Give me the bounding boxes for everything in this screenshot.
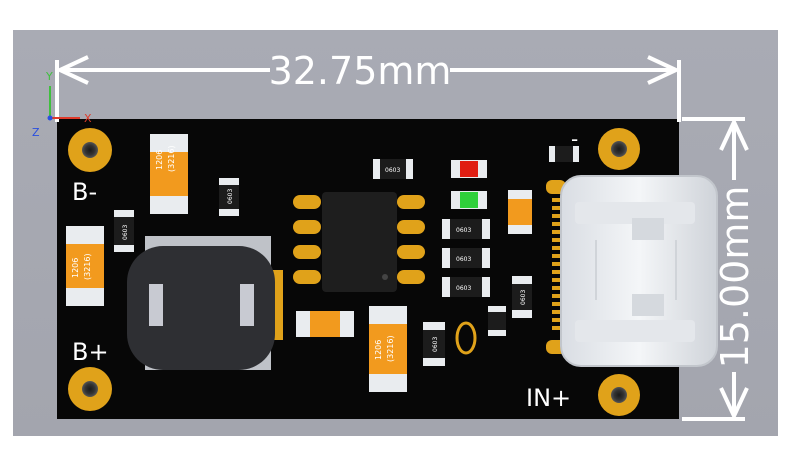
mounting-hole-bottom-right	[598, 374, 640, 416]
mounting-hole-top-left	[68, 128, 112, 172]
capacitor-small-right	[508, 190, 532, 234]
cap-label-line1: 1206	[155, 150, 164, 170]
cap-label-line2: (3216)	[167, 145, 176, 172]
label-minus-mark: -	[571, 127, 578, 151]
resistor-label: 0603	[385, 167, 400, 174]
resistor-0603: 0603	[442, 277, 490, 297]
usb-c-connector	[560, 175, 718, 367]
height-dimension: 15.00mm	[682, 117, 757, 421]
capacitor-1206-top: 1206 (3216)	[150, 134, 188, 214]
resistor-0603	[488, 306, 506, 336]
led-red	[451, 160, 487, 178]
led-green	[451, 191, 487, 209]
resistor-label: 0603	[520, 290, 527, 305]
resistor-label: 0603	[122, 225, 129, 240]
capacitor-1206-bottom: 1206 (3216)	[369, 306, 407, 392]
resistor-label: 0603	[432, 337, 439, 352]
width-dimension: 32.75mm	[55, 49, 681, 122]
resistor-0603: 0603	[114, 210, 134, 252]
capacitor-small-bottom	[296, 311, 354, 337]
mounting-hole-bottom-left	[68, 367, 112, 411]
resistor-label: 0603	[456, 285, 471, 292]
cap-label-line1: 1206	[374, 340, 383, 360]
axis-z-label: Z	[32, 126, 40, 139]
axis-y-label: Y	[45, 70, 53, 83]
cap-label-line1: 1206	[71, 258, 80, 278]
resistor-0603: 0603	[442, 248, 490, 268]
mounting-hole-top-right	[598, 128, 640, 170]
ic-chip-soic8	[293, 192, 425, 292]
width-dimension-label: 32.75mm	[269, 49, 452, 93]
label-in-plus: IN+	[526, 384, 571, 412]
capacitor-1206-left: 1206 (3216)	[66, 226, 104, 306]
resistor-label: 0603	[227, 189, 234, 204]
resistor-label: 0603	[456, 227, 471, 234]
cap-label-line2: (3216)	[386, 335, 395, 362]
resistor-0603: 0603	[512, 276, 532, 318]
axis-x-label: X	[84, 112, 92, 125]
oval-slot	[455, 321, 477, 355]
resistor-0603: 0603	[373, 159, 413, 179]
resistor-0603: 0603	[219, 178, 239, 216]
resistor-0603	[549, 146, 579, 162]
resistor-0603: 0603	[442, 219, 490, 239]
height-dimension-label: 15.00mm	[713, 186, 757, 369]
axis-triad: Y X Z	[32, 70, 92, 139]
cap-label-line2: (3216)	[83, 253, 92, 280]
inductor	[127, 236, 283, 370]
resistor-0603: 0603	[423, 322, 445, 366]
label-b-minus: B-	[72, 178, 97, 206]
resistor-label: 0603	[456, 256, 471, 263]
label-b-plus: B+	[72, 338, 109, 366]
